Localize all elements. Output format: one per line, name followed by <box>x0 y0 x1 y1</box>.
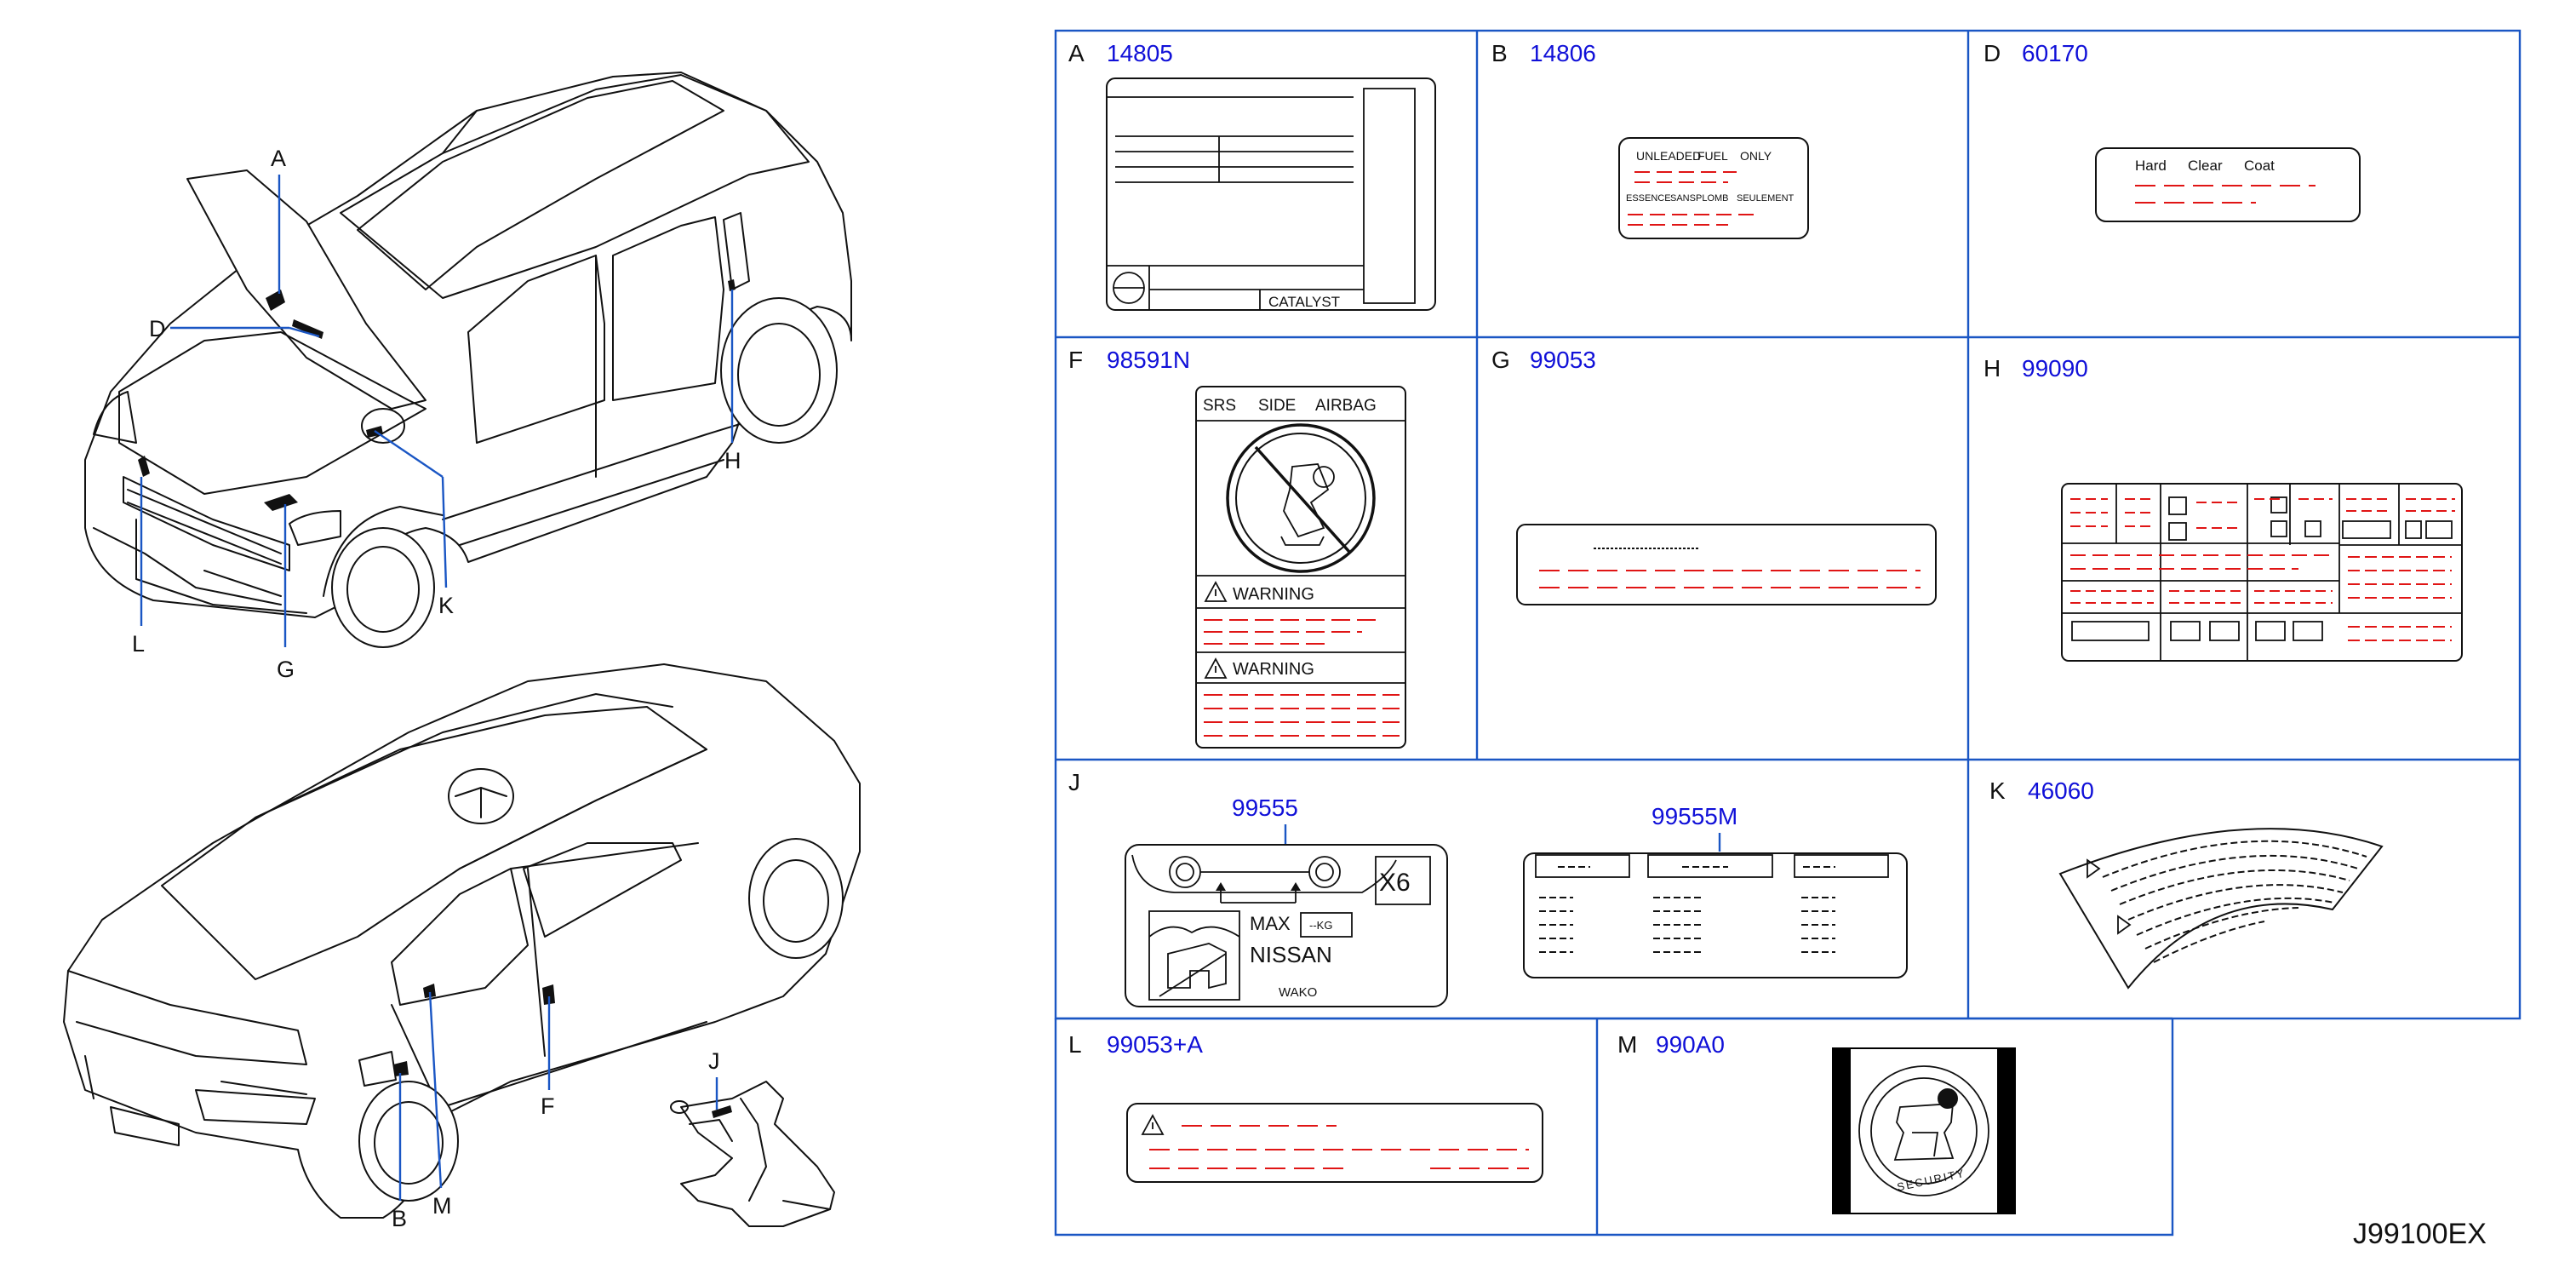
callout-k: K <box>438 593 454 618</box>
cell-k-letter: K <box>1989 777 2006 804</box>
cell-h-letter: H <box>1984 355 2001 382</box>
cell-k: K 46060 <box>1989 777 2384 990</box>
cell-j-x6: X6 <box>1379 869 1411 897</box>
callout-d: D <box>149 316 166 341</box>
cell-j-part-right: 99555M <box>1652 803 1737 829</box>
cell-j-kg: --KG <box>1309 919 1332 932</box>
cell-l-letter: L <box>1068 1031 1082 1058</box>
cell-b: B 14806 UNLEADED FUEL ONLY ESSENCE SANS … <box>1491 40 1809 239</box>
cell-f-header-side: SIDE <box>1258 397 1296 415</box>
cell-f-warning1: WARNING <box>1233 585 1314 604</box>
cell-l: L 99053+A <box>1068 1031 1543 1183</box>
rear-car-illustration <box>63 663 861 1219</box>
label-grid <box>1054 29 2522 1236</box>
cell-b-line2-word3: PLOMB <box>1696 193 1729 204</box>
cell-g-part-number: 99053 <box>1530 347 1596 373</box>
cell-f-header-srs: SRS <box>1203 397 1236 415</box>
cell-b-line1-word3: ONLY <box>1740 149 1772 163</box>
cell-j-max: MAX <box>1250 913 1291 934</box>
cell-k-part-number: 46060 <box>2028 777 2094 804</box>
cell-m-part-number: 990A0 <box>1656 1031 1725 1058</box>
drawing-code: J99100EX <box>2353 1218 2487 1250</box>
cell-b-line1-word2: FUEL <box>1697 149 1728 163</box>
cell-l-part-number: 99053+A <box>1107 1031 1203 1058</box>
cell-b-line2-word4: SEULEMENT <box>1737 193 1795 204</box>
cell-a-catalyst-text: CATALYST <box>1268 294 1340 310</box>
callout-a: A <box>271 146 286 171</box>
cell-d-part-number: 60170 <box>2022 40 2088 66</box>
cell-m-letter: M <box>1617 1031 1637 1058</box>
callout-b: B <box>392 1206 407 1231</box>
front-car-illustration <box>84 72 852 648</box>
cell-b-letter: B <box>1491 40 1508 66</box>
cell-a: A 14805 CATALYST <box>1068 40 1436 311</box>
cell-f-letter: F <box>1068 347 1083 373</box>
callout-l: L <box>132 631 145 657</box>
cell-j-nissan: NISSAN <box>1250 942 1332 967</box>
rear-car-callouts: J F M B <box>392 991 720 1231</box>
front-car-callouts: A D H L G K <box>132 146 741 682</box>
cell-d: D 60170 Hard Clear Coat <box>1984 40 2361 222</box>
cell-d-word-hard: Hard <box>2135 158 2167 174</box>
cell-b-part-number: 14806 <box>1530 40 1596 66</box>
cell-f-warning2: WARNING <box>1233 660 1314 679</box>
cell-j-letter: J <box>1068 769 1080 795</box>
cell-h: H 99090 <box>1984 355 2463 662</box>
cell-f-part-number: 98591N <box>1107 347 1190 373</box>
cell-f-header-airbag: AIRBAG <box>1315 397 1377 415</box>
cell-a-letter: A <box>1068 40 1085 66</box>
callout-j: J <box>708 1048 720 1074</box>
cell-d-word-clear: Clear <box>2188 158 2223 174</box>
cell-j-wako: WAKO <box>1279 985 1317 1000</box>
callout-m: M <box>432 1193 452 1219</box>
callout-g: G <box>277 657 295 682</box>
cell-g: G 99053 <box>1491 347 1937 605</box>
cell-g-letter: G <box>1491 347 1510 373</box>
cell-j-part-left: 99555 <box>1232 795 1298 821</box>
cell-d-word-coat: Coat <box>2244 158 2275 174</box>
callout-h: H <box>724 448 741 473</box>
cell-d-letter: D <box>1984 40 2001 66</box>
cell-j: J 99555 X6 MAX --KG NISSAN WAKO 99555M <box>1068 769 1908 1007</box>
cell-b-line2-word2: SANS <box>1670 193 1696 204</box>
jack-illustration <box>670 1081 835 1227</box>
cell-h-part-number: 99090 <box>2022 355 2088 382</box>
cell-b-line2-word1: ESSENCE <box>1626 193 1671 204</box>
cell-m: M 990A0 SECURITY <box>1617 1031 2016 1214</box>
callout-f: F <box>541 1093 555 1119</box>
cell-b-line1-word1: UNLEADED <box>1636 149 1701 163</box>
cell-a-part-number: 14805 <box>1107 40 1173 66</box>
cell-f: F 98591N SRS SIDE AIRBAG WARNING WARNING <box>1068 347 1406 749</box>
